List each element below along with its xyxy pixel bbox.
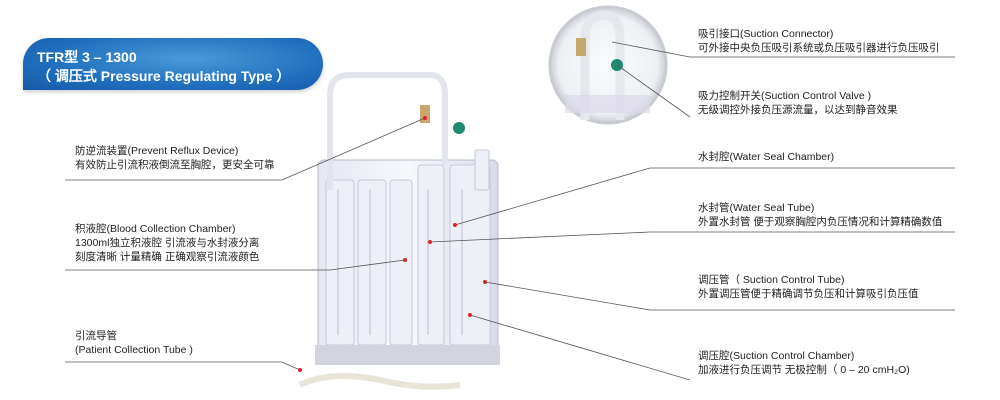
callout-desc: 加液进行负压调节 无极控制（ 0 – 20 cmH₂O) [698, 364, 910, 376]
callout-desc: (Patient Collection Tube ) [75, 344, 193, 356]
callout-blood-chamber: 积液腔(Blood Collection Chamber) 1300ml独立积液… [75, 222, 259, 264]
zoom-inset [548, 5, 668, 125]
callout-title: 积液腔(Blood Collection Chamber) [75, 223, 236, 235]
callout-suction-valve: 吸力控制开关(Suction Control Valve ) 无级调控外接负压源… [698, 89, 898, 117]
callout-desc: 有效防止引流积液倒流至胸腔，更安全可靠 [75, 159, 275, 171]
callout-desc: 外置水封管 便于观察胸腔内负压情况和计算精确数值 [698, 216, 943, 228]
model-number: TFR型 3 – 1300 [37, 49, 137, 65]
callout-water-seal-chamber: 水封腔(Water Seal Chamber) [698, 150, 834, 164]
callout-title: 调压腔(Suction Control Chamber) [698, 350, 855, 362]
callout-title: 引流导管 [75, 330, 117, 342]
model-type: （ 调压式 Pressure Regulating Type ） [37, 68, 291, 84]
callout-desc: 1300ml独立积液腔 引流液与水封液分离 [75, 237, 260, 249]
callout-patient-tube: 引流导管 (Patient Collection Tube ) [75, 329, 193, 357]
callout-suction-connector: 吸引接口(Suction Connector) 可外接中央负压吸引系统或负压吸引… [698, 27, 940, 55]
callout-desc: 无级调控外接负压源流量，以达到静音效果 [698, 104, 898, 116]
model-badge: TFR型 3 – 1300 （ 调压式 Pressure Regulating … [23, 38, 323, 90]
callout-suction-control-chamber: 调压腔(Suction Control Chamber) 加液进行负压调节 无极… [698, 349, 910, 377]
callout-desc: 可外接中央负压吸引系统或负压吸引器进行负压吸引 [698, 42, 940, 54]
callout-desc: 外置调压管便于精确调节负压和计算吸引负压值 [698, 288, 919, 300]
callout-desc: 刻度清晰 计量精确 正确观察引流液颜色 [75, 251, 260, 263]
callout-title: 水封管(Water Seal Tube) [698, 202, 815, 214]
callout-reflux-device: 防逆流装置(Prevent Reflux Device) 有效防止引流积液倒流至… [75, 144, 275, 172]
callout-title: 调压管（ Suction Control Tube) [698, 274, 845, 286]
callout-title: 水封腔(Water Seal Chamber) [698, 151, 835, 163]
callout-water-seal-tube: 水封管(Water Seal Tube) 外置水封管 便于观察胸腔内负压情况和计… [698, 201, 942, 229]
callout-title: 吸引接口(Suction Connector) [698, 28, 834, 40]
valve-icon [453, 122, 465, 134]
callout-title: 防逆流装置(Prevent Reflux Device) [75, 145, 239, 157]
callout-suction-control-tube: 调压管（ Suction Control Tube) 外置调压管便于精确调节负压… [698, 273, 919, 301]
callout-title: 吸力控制开关(Suction Control Valve ) [698, 90, 872, 102]
